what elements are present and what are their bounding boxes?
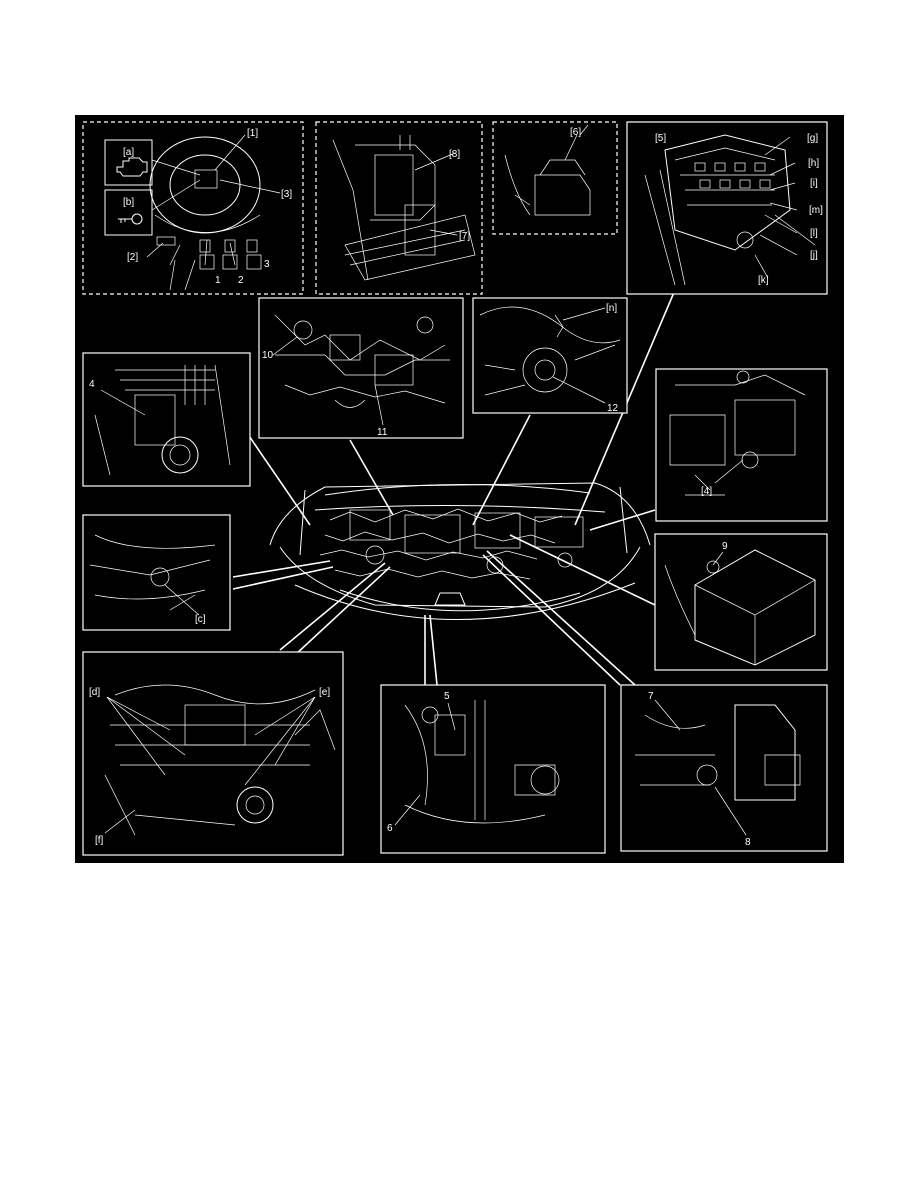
label-n6: 6 (387, 823, 393, 834)
label-l1: [l] (810, 228, 818, 239)
panel-air-cleaner (654, 533, 828, 671)
label-d: [d] (89, 687, 100, 698)
label-inset-b: [b] (123, 197, 134, 208)
panel-ecm-under-dash (315, 121, 483, 295)
panel-engine-left (82, 651, 344, 856)
label-n2: 2 (238, 275, 244, 286)
label-b7: [7] (459, 231, 470, 242)
panel-instrument-cluster (82, 121, 304, 295)
label-n10: 10 (262, 350, 274, 361)
panel-throttle-body (258, 297, 464, 439)
label-n1: 1 (215, 275, 221, 286)
label-n4: 4 (89, 379, 95, 390)
label-f: [f] (95, 835, 104, 846)
panel-engine-right (620, 684, 828, 852)
label-i: [i] (810, 178, 818, 189)
label-b5: [5] (655, 133, 666, 144)
label-k: [k] (758, 275, 769, 286)
label-g: [g] (807, 133, 818, 144)
label-m: [m] (809, 205, 823, 216)
label-n8: 8 (745, 837, 751, 848)
label-h: [h] (808, 158, 819, 169)
label-n12: 12 (607, 403, 619, 414)
label-c: [c] (195, 614, 206, 625)
label-b8: [8] (449, 149, 460, 160)
label-n5: 5 (444, 691, 450, 702)
label-e: [e] (319, 687, 330, 698)
check-engine-icon (116, 157, 148, 177)
diagram-canvas: [1] [3] [2] 1 2 3 [a] [b] [8] [7] [6] [5… (82, 121, 828, 856)
label-n9: 9 (722, 541, 728, 552)
label-n11: 11 (377, 427, 388, 438)
panel-right-mid (655, 368, 828, 522)
engine-bay-illustration (269, 482, 651, 620)
label-b3: [3] (281, 189, 292, 200)
panel-engine-center (380, 684, 606, 854)
label-n: [n] (606, 303, 617, 314)
label-n3: 3 (264, 259, 270, 270)
label-j: [j] (810, 250, 818, 261)
immobilizer-key-icon (118, 213, 143, 225)
label-n7: 7 (648, 691, 654, 702)
callout-labels: [1] [3] [2] 1 2 3 [a] [b] [8] [7] [6] [5… (89, 127, 823, 848)
panel-sensor-detail (492, 121, 618, 235)
label-b6: [6] (570, 127, 581, 138)
label-b1: [1] (247, 128, 258, 139)
component-location-diagram: [1] [3] [2] 1 2 3 [a] [b] [8] [7] [6] [5… (75, 115, 844, 863)
label-b4: [4] (701, 486, 712, 497)
label-b2: [2] (127, 252, 138, 263)
panel-clamp-c (82, 514, 231, 631)
label-inset-a: [a] (123, 147, 134, 158)
panel-junction-box (626, 121, 828, 295)
panel-left-mid (82, 352, 251, 487)
panel-sensor-n (472, 297, 628, 414)
